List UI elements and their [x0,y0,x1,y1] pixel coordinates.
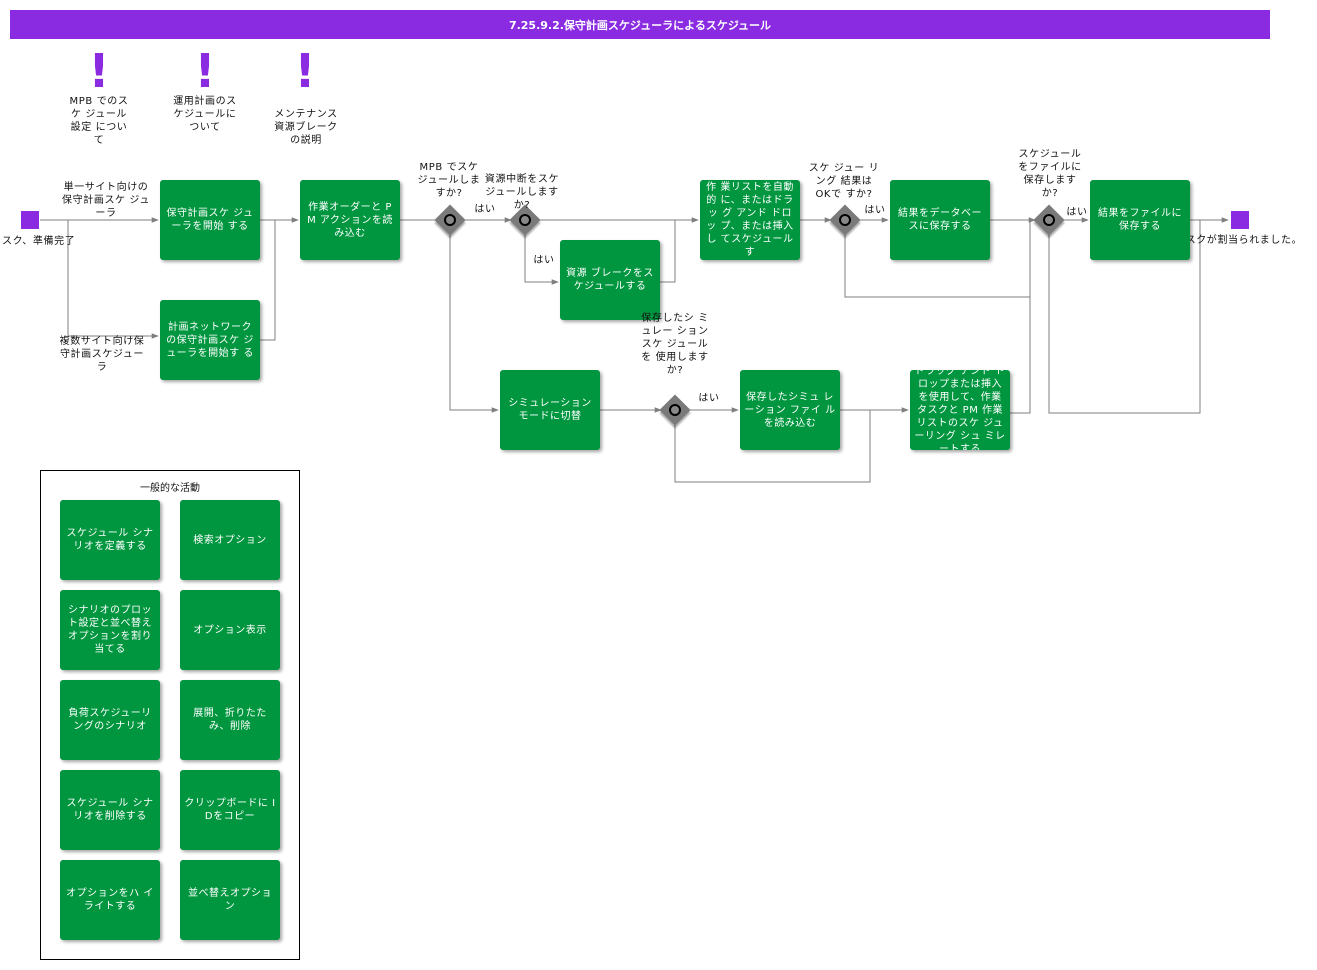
general-item-load-scenario[interactable]: 負荷スケジューリ ングのシナリオ [60,680,160,760]
general-item-sort-options[interactable]: 並べ替えオプショ ン [180,860,280,940]
edge-gw3-bypass [844,220,1031,298]
edge-simdrag-to-join [1010,297,1031,414]
label-yes-2: はい [533,255,555,266]
note-mpb-exclamation-icon: ! [88,44,110,98]
label-gw-breaks: 資源中断をスケ ジュールします か? [484,174,560,211]
general-activities-group: 一般的な活動 [40,470,300,960]
task-load-orders[interactable]: 作業オーダーと PM アクションを読 み込む [300,180,400,260]
note-ops[interactable]: 運用計画のス ケジュールに ついて [173,96,237,133]
general-activities-title: 一般的な活動 [140,483,200,494]
task-drag-drop-schedule[interactable]: 作 業リストを自動的 に、またはドラッ グ アンド ドロッ プ、または挿入し て… [700,180,800,260]
task-simulate-drag-drop[interactable]: ドラッグ アンド ド ロップまたは挿入 を使用して、作業 タスクと PM 作業 … [910,370,1010,450]
label-multi-site: 複数サイト向け保 守計画スケジュー ラ [59,336,145,373]
note-breaks-exclamation-icon: ! [294,44,316,98]
general-item-highlight-options[interactable]: オプションをハ イライトする [60,860,160,940]
label-gw-use-sim: 保存したシ ミュレー ション スケ ジュールを 使用します か? [641,313,709,376]
task-sim-mode[interactable]: シミュレーション モードに切替 [500,370,600,450]
task-save-file[interactable]: 結果をファイルに 保存する [1090,180,1190,260]
label-yes-4: はい [1066,207,1088,218]
task-schedule-breaks[interactable]: 資源 ブレークをス ケジュールする [560,240,660,320]
label-gw-mpb: MPB でスケ ジュールしま すか? [417,162,481,199]
task-start-network-scheduler[interactable]: 計画ネットワーク の保守計画スケ ジューラを開始す る [160,300,260,380]
general-item-plot-settings[interactable]: シナリオのプロッ ト設定と並べ替え オプションを割り 当てる [60,590,160,670]
label-gw-sched-ok: スケ ジュー リング 結果は OKで すか? [808,163,880,200]
general-item-display-options[interactable]: オプション表示 [180,590,280,670]
end-event[interactable] [1231,211,1249,229]
edge-gw1-to-sim [449,234,499,413]
edge-start-to-network [67,220,159,339]
note-breaks[interactable]: メンテナンス 資源ブレーク の説明 [274,109,338,146]
label-gw-save-file: スケジュール をファイルに 保存します か? [1018,149,1082,199]
label-single-site: 単一サイト向けの 保守計画スケ ジューラ [62,182,150,219]
task-save-db[interactable]: 結果をデータベー スに保存する [890,180,990,260]
general-item-define-scenario[interactable]: スケジュール シナ リオを定義する [60,500,160,580]
label-yes-5: はい [698,393,720,404]
general-item-search-options[interactable]: 検索オプション [180,500,280,580]
task-start-scheduler[interactable]: 保守計画スケ ジューラを開始 する [160,180,260,260]
general-item-copy-id[interactable]: クリップボードに IDをコピー [180,770,280,850]
start-event[interactable] [21,211,39,229]
edge-network-to-load [260,220,276,341]
general-item-expand-collapse-delete[interactable]: 展開、折りたた み、削除 [180,680,280,760]
end-event-label: タスクが割当られました。 [1175,235,1303,246]
task-load-sim-file[interactable]: 保存したシミュ レーション ファイ ルを読み込む [740,370,840,450]
edge-breaks-to-drag [660,220,676,283]
start-event-label: スク、準備完了 [2,236,76,247]
edge-gw4-bypass [1048,220,1201,414]
edge-gw5-bypass [674,410,871,483]
general-item-delete-scenario[interactable]: スケジュール シナ リオを削除する [60,770,160,850]
note-ops-exclamation-icon: ! [194,44,216,98]
edge-gw2-to-breaks [524,234,559,285]
note-mpb[interactable]: MPB でのス ケ ジュール 設定 につい て [69,96,129,146]
label-yes-3: はい [864,205,886,216]
diagram-title: 7.25.9.2.保守計画スケジューラによるスケジュール [10,10,1270,39]
label-yes-1: はい [474,204,496,215]
